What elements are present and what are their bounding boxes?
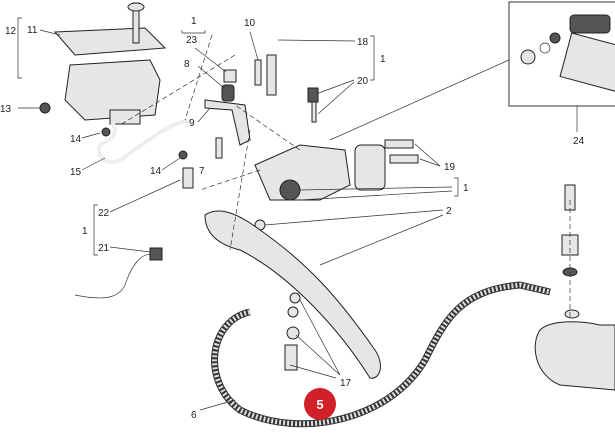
label-11: 11 — [27, 25, 38, 36]
label-1c: 1 — [463, 183, 469, 194]
label-6: 6 — [191, 410, 197, 421]
label-24: 24 — [573, 136, 585, 147]
label-19: 19 — [444, 162, 456, 173]
master-cylinder — [254, 139, 419, 231]
reservoir-assembly — [39, 2, 191, 164]
label-23: 23 — [186, 35, 198, 46]
callout-labels: 12 11 13 14 15 14 7 9 8 23 1 10 18 1 20 … — [0, 16, 585, 421]
label-1a: 1 — [191, 16, 197, 27]
label-1d: 1 — [82, 226, 88, 237]
label-14b: 14 — [150, 166, 162, 177]
label-1b: 1 — [380, 54, 386, 65]
label-8: 8 — [184, 59, 190, 70]
label-2: 2 — [446, 206, 452, 217]
label-22: 22 — [98, 208, 110, 219]
highlight-badge-5[interactable]: 5 — [304, 388, 336, 420]
clutch-lever — [204, 210, 381, 379]
label-12: 12 — [5, 26, 17, 37]
label-7: 7 — [199, 166, 205, 177]
label-15: 15 — [70, 167, 82, 178]
bracket-parts — [182, 54, 319, 189]
switch-wire — [74, 247, 163, 299]
hose — [211, 281, 551, 428]
highlight-label: 5 — [316, 397, 323, 412]
label-13: 13 — [0, 104, 12, 115]
leader-lines — [17, 17, 571, 411]
label-14: 14 — [70, 134, 82, 145]
label-17: 17 — [340, 378, 352, 389]
label-21: 21 — [98, 243, 110, 254]
label-9: 9 — [189, 118, 195, 129]
slave-cylinder — [534, 184, 615, 391]
label-10: 10 — [244, 18, 256, 29]
label-20: 20 — [357, 76, 369, 87]
inset-kit-24 — [329, 1, 615, 141]
label-18: 18 — [357, 37, 369, 48]
highlight-circle[interactable] — [304, 388, 336, 420]
